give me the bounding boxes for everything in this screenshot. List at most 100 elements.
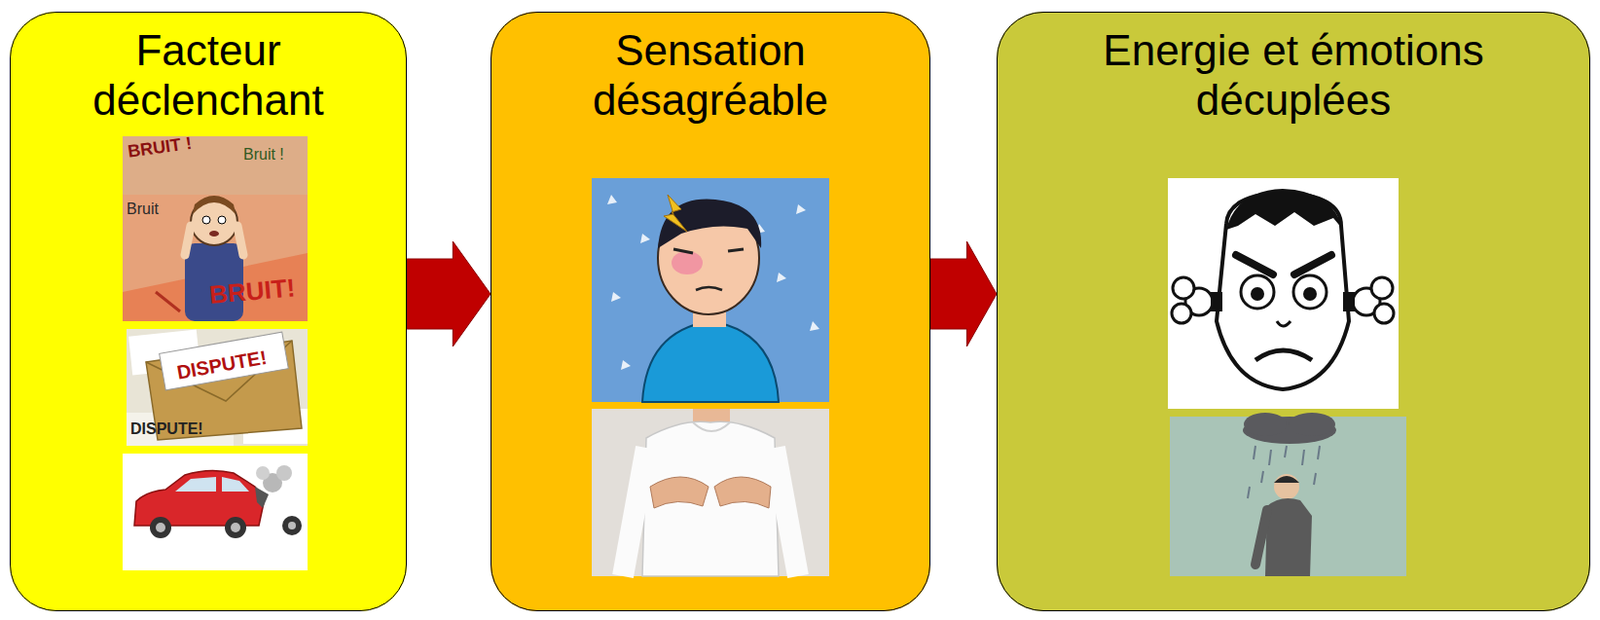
noise-picture (122, 136, 308, 322)
trigger-box: Facteur déclenchant (9, 11, 407, 612)
noise-picture-part (184, 225, 191, 255)
noise-picture-part (184, 243, 244, 322)
noise-picture-part (237, 225, 244, 255)
angry-face-picture-part (1293, 275, 1327, 309)
sensation-box: Sensation désagréable (490, 11, 931, 612)
headache-picture-part-part (809, 321, 820, 331)
rain-picture-part-part (1247, 486, 1250, 499)
headache-picture-part (642, 321, 779, 402)
picture-word: BRUIT! (208, 272, 296, 311)
chest-picture-part (774, 447, 799, 577)
chest-picture-part (692, 422, 730, 432)
chest-picture-part (591, 408, 830, 577)
angry-face-picture-part (1210, 291, 1223, 312)
angry-face-picture-part (1294, 254, 1332, 275)
chest-picture-part (642, 421, 779, 577)
angry-face-picture-part (1236, 254, 1273, 275)
noise-picture-part (155, 291, 181, 312)
car-picture-part (282, 515, 302, 536)
car-picture (122, 453, 308, 571)
car-picture-part (224, 516, 247, 539)
car-picture-part (230, 522, 241, 533)
dispute-picture-part (126, 328, 308, 446)
rain-picture-part (1243, 412, 1287, 437)
headache-picture-part (695, 287, 723, 291)
noise-picture-part (122, 136, 308, 322)
car-picture-part (155, 522, 166, 533)
box-heading: Energie et émotions décuplées (1069, 12, 1518, 125)
car-picture-part (221, 476, 250, 492)
rain-picture (1169, 412, 1407, 577)
box-fills (9, 11, 1591, 612)
rain-picture-part-part (1313, 472, 1316, 485)
angry-face-picture-part-part (1374, 303, 1394, 324)
headache-picture-part (673, 249, 693, 254)
angry-face-picture-part-part (1171, 303, 1192, 324)
picture-word: DISPUTE! (175, 346, 269, 385)
car-picture-part (288, 521, 296, 530)
rain-picture-part (1255, 509, 1268, 565)
headache-picture-part-part (796, 204, 806, 215)
chest-picture (591, 408, 830, 577)
car-picture-part (276, 465, 292, 481)
rain-picture-part (1247, 445, 1320, 499)
rain-picture-part (1288, 412, 1336, 437)
rain-picture-part (1265, 498, 1312, 577)
rain-picture-part-part (1269, 449, 1272, 466)
noise-picture-part (192, 195, 236, 215)
noise-picture-part (202, 216, 211, 224)
headache-picture-part-part (611, 291, 621, 302)
rain-picture-part (1273, 473, 1300, 500)
dispute-picture-part (159, 331, 290, 391)
car-picture-part (134, 470, 265, 526)
car-picture-part (122, 453, 308, 571)
angry-face-picture-part (1250, 287, 1265, 301)
angry-face-picture-part (1255, 350, 1312, 361)
chest-picture-part (650, 476, 709, 509)
picture-word: BRUIT ! (126, 133, 193, 163)
rain-picture-part-part (1253, 445, 1256, 460)
rain-picture-part-part (1302, 449, 1305, 466)
headache-picture-part-part (607, 194, 618, 205)
car-picture-part (255, 466, 270, 480)
chest-picture-part (692, 408, 730, 423)
noise-picture-part (218, 216, 226, 224)
box-heading: Facteur déclenchant (23, 12, 394, 125)
block-arrow (406, 241, 491, 347)
dispute-picture (126, 328, 308, 446)
rain-picture-part-part (1284, 445, 1287, 458)
chest-picture-part (622, 447, 647, 577)
box-heading: Sensation désagréable (506, 12, 915, 125)
headache-picture-part (727, 249, 744, 252)
noise-picture-part (122, 136, 308, 195)
picture-word: DISPUTE! (130, 420, 204, 438)
block-arrow (930, 241, 997, 347)
picture-word: Bruit ! (243, 145, 285, 164)
angry-face-picture-part (1240, 275, 1274, 309)
angry-face-picture-part (1171, 277, 1394, 324)
angry-face-picture-part (1303, 287, 1317, 301)
box-fill (9, 11, 407, 612)
angry-face-picture-part (1276, 321, 1291, 327)
angry-face-picture-part (1343, 291, 1355, 312)
headache-picture-part-part (620, 360, 631, 370)
car-picture-part (175, 476, 217, 492)
angry-face-picture-part (1226, 188, 1344, 230)
angry-face-picture-part-part (1371, 277, 1393, 299)
noise-picture-part (209, 230, 219, 237)
box-fill (490, 11, 931, 612)
emotion-box: Energie et émotions décuplées (996, 11, 1591, 612)
rain-picture-part-part (1261, 471, 1264, 483)
car-picture-part (149, 516, 172, 539)
headache-picture-part-part (776, 272, 787, 283)
rain-picture-part (1273, 475, 1300, 483)
headache-picture-part (671, 251, 703, 275)
angry-face-picture (1167, 178, 1399, 409)
chest-picture-part (714, 476, 771, 509)
box-fill (996, 11, 1591, 612)
headache-picture-part (591, 178, 830, 402)
angry-face-picture-part (1167, 178, 1399, 409)
headache-picture-part (663, 194, 688, 232)
headache-picture (591, 178, 830, 402)
